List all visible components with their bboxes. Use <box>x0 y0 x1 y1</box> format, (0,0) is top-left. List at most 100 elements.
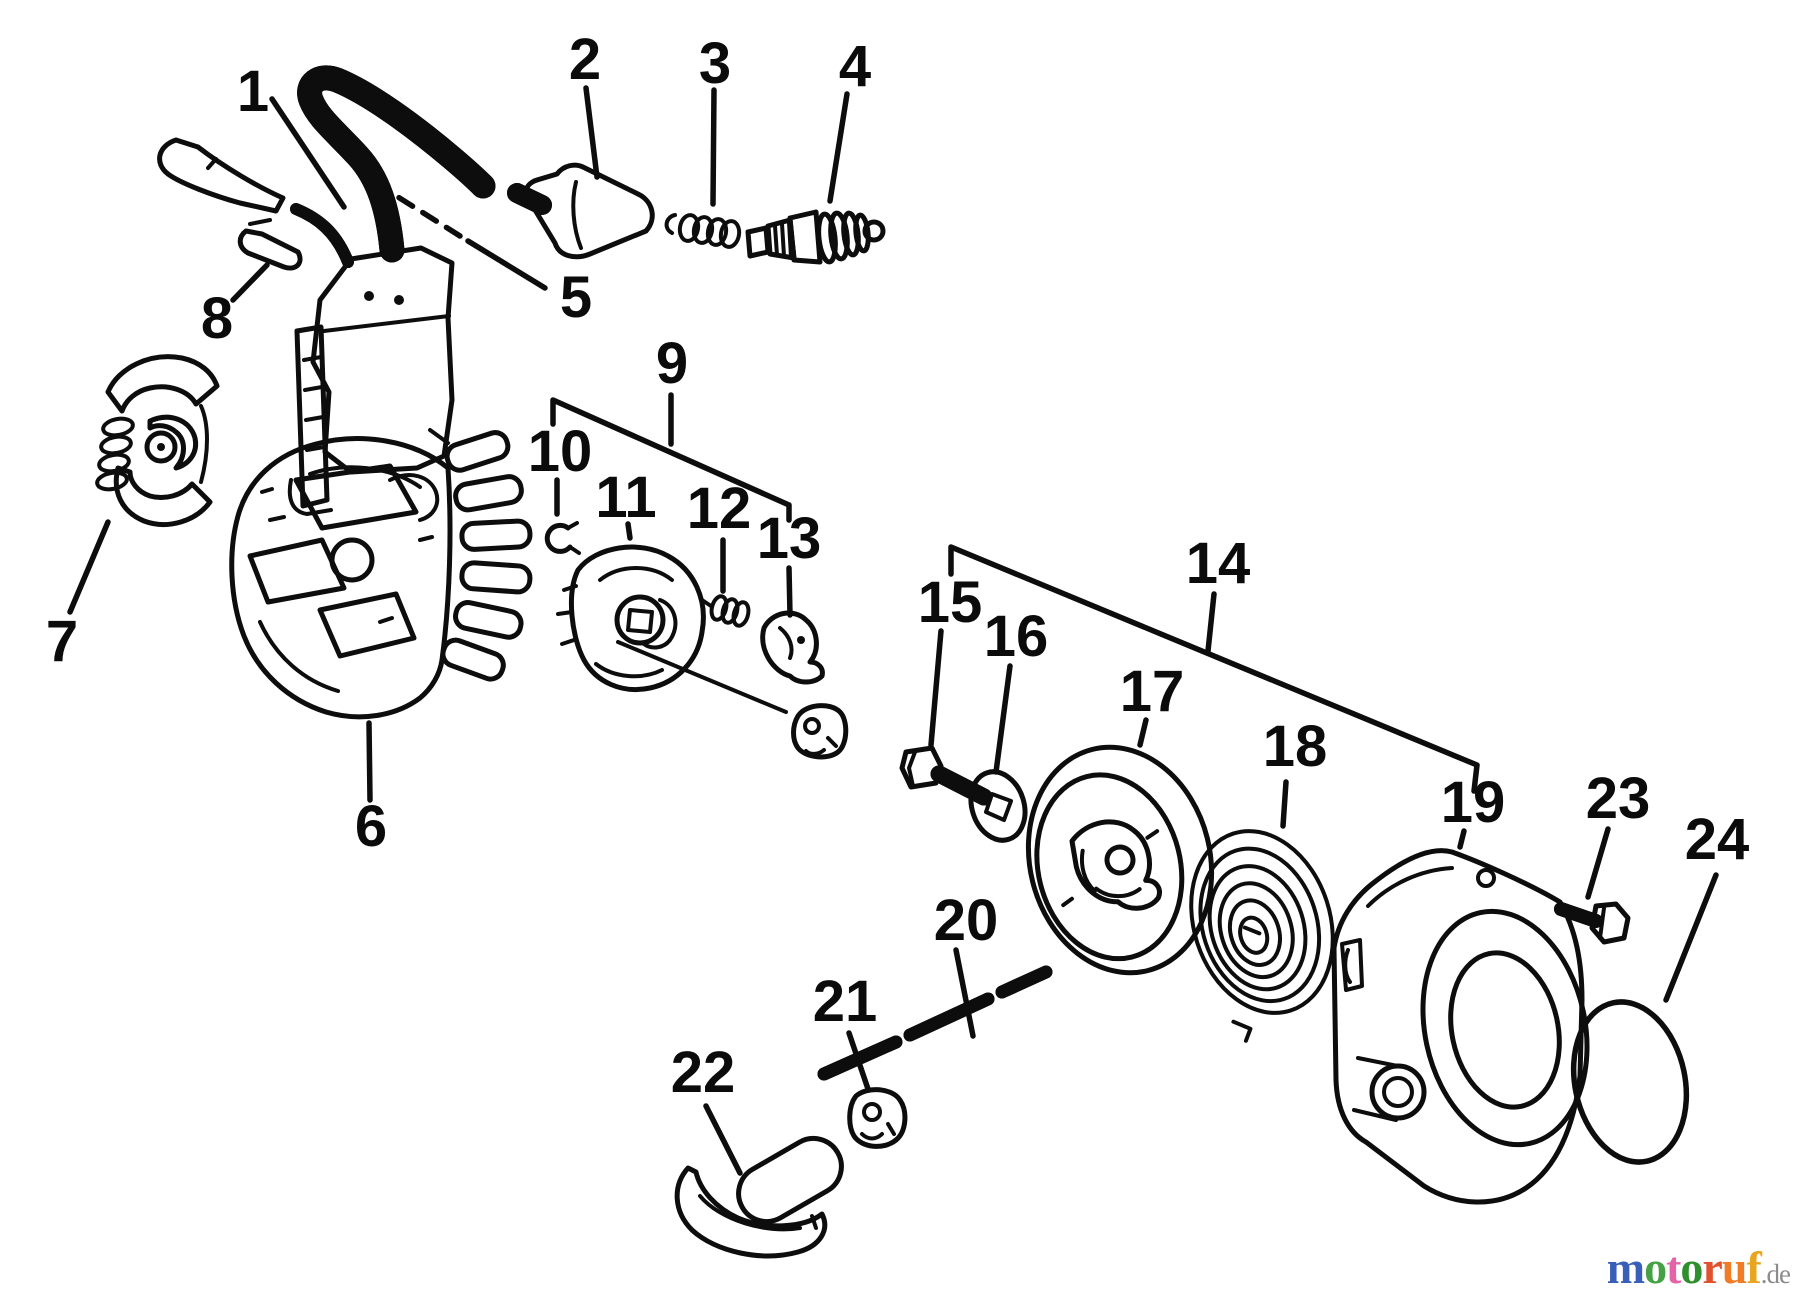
knot-nut-facets <box>860 1122 896 1141</box>
pulley-rim <box>1034 772 1185 962</box>
leader-13 <box>786 565 793 618</box>
pawl-pivot <box>797 636 805 644</box>
plug-hex <box>787 209 823 265</box>
leader-23 <box>1585 826 1611 900</box>
part-1-ignition-coil <box>157 78 496 516</box>
callout-17: 17 <box>1120 659 1185 724</box>
spring-turn-3 <box>1207 864 1308 992</box>
handle-grip <box>674 1165 828 1259</box>
part-11-pawl-plate <box>556 544 706 693</box>
callout-20: 20 <box>934 888 999 953</box>
clutch-shoe-top <box>105 354 220 414</box>
housing-ear-hole <box>1476 868 1496 888</box>
leader-8 <box>230 262 270 303</box>
rope-guide-outer <box>1369 1063 1427 1121</box>
wire-terminal <box>157 137 286 214</box>
coil-detail-line <box>428 428 450 445</box>
flywheel-inner-arc-bottom <box>258 620 340 693</box>
connector-body <box>237 228 303 271</box>
plug-terminal <box>862 219 886 243</box>
nut-facets <box>804 736 838 756</box>
handle-grip-line <box>698 1194 802 1232</box>
bolt23-head <box>1589 901 1631 945</box>
plug-electrode <box>745 225 771 259</box>
clip-ring <box>544 522 573 554</box>
spring-coil-3 <box>705 217 729 247</box>
flywheel-magnet-2 <box>247 537 347 605</box>
spring-coil-2 <box>691 215 715 245</box>
handle-stub <box>736 1136 844 1224</box>
knot-nut-body <box>847 1087 908 1149</box>
part-13-pawl <box>760 610 825 685</box>
flywheel-hub <box>329 537 375 583</box>
flywheel-magnet-3 <box>317 591 417 659</box>
callout-3: 3 <box>699 31 731 96</box>
part-12-pawl-spring <box>700 594 751 628</box>
spring-coil-1 <box>677 213 701 243</box>
callout-15: 15 <box>918 570 983 635</box>
bracket-9 <box>550 397 792 523</box>
watermark-letter: f <box>1746 1242 1761 1293</box>
part-24-gasket <box>1570 999 1690 1165</box>
bolt23-facet <box>1598 906 1606 940</box>
leader-5 <box>465 238 548 291</box>
callout-19: 19 <box>1441 770 1506 835</box>
leader-1 <box>269 96 347 210</box>
housing-ring-inner <box>1448 950 1562 1110</box>
cap-seam <box>571 180 583 250</box>
callout-23: 23 <box>1586 766 1651 831</box>
pulley-outer-flange <box>1025 744 1215 976</box>
pawl-body <box>760 610 825 685</box>
coil-body-ledge <box>322 314 451 333</box>
pawl-plate-inner-top <box>598 566 674 582</box>
pawl-spring-coil-3 <box>731 600 751 628</box>
pulley-cam <box>1069 819 1162 911</box>
part-10-clip <box>544 521 581 555</box>
pulley-ticks <box>1061 829 1160 908</box>
plug-rib-4 <box>853 212 871 254</box>
flywheel-fin-1 <box>444 430 511 473</box>
part-2-plug-cap <box>507 162 655 260</box>
leader-20 <box>953 947 976 1039</box>
part-16-washer <box>968 769 1028 843</box>
rope-seg-1-inner <box>1002 972 1046 992</box>
part-8-connector <box>237 218 303 271</box>
flywheel-fin-5 <box>453 600 524 640</box>
pawl-plate-body <box>568 544 706 693</box>
callout-4: 4 <box>839 34 871 99</box>
pawl-plate-keyway <box>626 608 654 634</box>
callout-7: 7 <box>46 609 78 674</box>
plug-rib-1 <box>816 211 838 265</box>
clutch-shoe-bottom <box>113 465 213 527</box>
pulley-spokes <box>1080 848 1142 899</box>
callout-14: 14 <box>1186 531 1251 596</box>
part-18-recoil-spring <box>1189 829 1335 1043</box>
rope-seg-2-inner <box>910 999 988 1035</box>
spring-hook <box>664 213 677 235</box>
clutch-spring-coil-2 <box>99 434 133 456</box>
part-6-flywheel <box>229 430 533 720</box>
spring-turn-4 <box>1217 881 1295 980</box>
watermark-letter: r <box>1702 1242 1722 1293</box>
leader-22 <box>703 1103 743 1176</box>
bolt-head <box>899 745 944 790</box>
washer-hole <box>984 792 1013 822</box>
part-23-bolt <box>1554 901 1631 945</box>
watermark-letter: u <box>1721 1242 1748 1293</box>
watermark-letter: o <box>1680 1242 1703 1293</box>
wire-terminal-detail <box>206 157 218 170</box>
housing-rim-line <box>1366 866 1454 908</box>
callout-1: 1 <box>237 59 269 124</box>
washer-outer <box>968 769 1028 843</box>
callout-11: 11 <box>595 465 656 530</box>
pawl-plate-teeth <box>556 584 578 646</box>
part-21-knot-nut <box>847 1087 908 1149</box>
callout-6: 6 <box>355 794 387 859</box>
spring-outer-hook <box>1231 1019 1253 1043</box>
flywheel-fin-6 <box>440 637 506 682</box>
coil-core-laminations <box>302 355 327 480</box>
flywheel-boss-arc <box>388 473 440 522</box>
part-22-handle <box>674 1136 844 1259</box>
